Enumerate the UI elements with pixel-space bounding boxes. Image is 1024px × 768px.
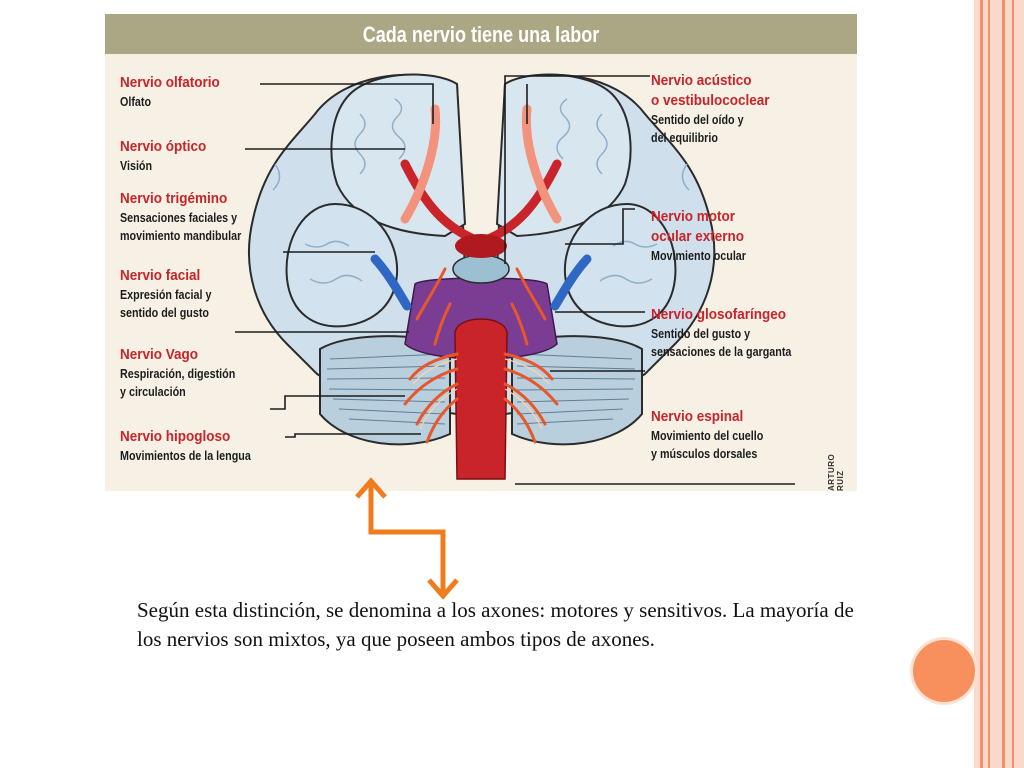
nerve-function: Visión xyxy=(120,159,153,173)
label-nervio-hipogloso: Nervio hipogloso Movimientos de la lengu… xyxy=(120,427,272,465)
stripe-line xyxy=(1012,0,1014,768)
nerve-name: Nervio óptico xyxy=(120,138,207,155)
nerve-function: Sensaciones faciales y xyxy=(120,211,238,225)
nerve-name: o vestibulococlear xyxy=(651,92,770,109)
figure-header-bar xyxy=(105,14,857,54)
nerve-function: Expresión facial y xyxy=(120,288,212,302)
nerve-name: Nervio hipogloso xyxy=(120,428,231,445)
label-nervio-glosofaringeo: Nervio glosofaríngeo Sentido del gusto y… xyxy=(651,305,814,361)
brain-illustration xyxy=(235,73,795,485)
nerve-function: Movimiento del cuello xyxy=(651,429,764,443)
decorative-side-stripes xyxy=(974,0,1024,768)
nerve-name: Nervio facial xyxy=(120,267,201,284)
illustrator-credit: ARTURO RUIZ xyxy=(827,453,845,491)
cranial-nerves-figure: Cada nervio tiene una labor xyxy=(105,14,857,491)
nerve-name: Nervio motor xyxy=(651,208,736,225)
stripe-line xyxy=(980,0,983,768)
label-nervio-trigemino: Nervio trigémino Sensaciones faciales y … xyxy=(120,189,261,245)
nerve-function: sentido del gusto xyxy=(120,306,209,320)
nerve-function: Sentido del gusto y xyxy=(651,327,751,341)
orange-arrow-connector xyxy=(355,477,459,600)
nerve-function: y circulación xyxy=(120,385,186,399)
nerve-function: Movimiento ocular xyxy=(651,249,746,263)
nerve-name: Nervio trigémino xyxy=(120,190,228,207)
label-nervio-espinal: Nervio espinal Movimiento del cuello y m… xyxy=(651,407,782,463)
stripe-line xyxy=(1002,0,1005,768)
nerve-function: Sentido del oído y xyxy=(651,113,744,127)
nerve-function: y músculos dorsales xyxy=(651,447,758,461)
nerve-function: Respiración, digestión xyxy=(120,367,236,381)
nerve-name: Nervio Vago xyxy=(120,346,199,363)
nerve-name: Nervio espinal xyxy=(651,408,744,425)
label-nervio-olfatorio: Nervio olfatorio Olfato xyxy=(120,73,231,111)
label-nervio-optico: Nervio óptico Visión xyxy=(120,137,216,175)
label-nervio-motor-ocular: Nervio motor ocular externo Movimiento o… xyxy=(651,207,761,265)
label-nervio-facial: Nervio facial Expresión facial y sentido… xyxy=(120,266,226,322)
nerve-name: Nervio olfatorio xyxy=(120,74,220,91)
nerve-function: movimiento mandibular xyxy=(120,229,242,243)
nerve-name: Nervio glosofaríngeo xyxy=(651,306,787,323)
label-nervio-vago: Nervio Vago Respiración, digestión y cir… xyxy=(120,345,254,401)
nerve-function: Movimientos de la lengua xyxy=(120,449,251,463)
stripe-line xyxy=(988,0,990,768)
nerve-function: del equilibrio xyxy=(651,131,718,145)
slide-caption: Según esta distinción, se denomina a los… xyxy=(137,598,854,651)
label-nervio-acustico: Nervio acústico o vestibulococlear Senti… xyxy=(651,71,783,147)
nerve-name: Nervio acústico xyxy=(651,72,752,89)
decorative-circle xyxy=(913,640,975,702)
nerve-name: ocular externo xyxy=(651,228,745,245)
figure-title: Cada nervio tiene una labor xyxy=(362,22,600,47)
nerve-function: Olfato xyxy=(120,95,152,109)
nerve-function: sensaciones de la garganta xyxy=(651,345,792,359)
